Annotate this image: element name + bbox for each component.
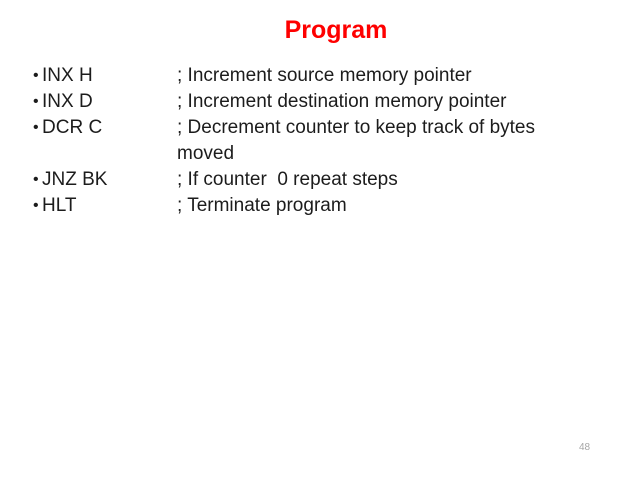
slide-title: Program [284, 16, 388, 44]
instruction-label: INX D [42, 91, 93, 112]
comment-line-1: ; Decrement counter to keep track of byt… [177, 117, 536, 138]
bullet-row-inx-h: • INX H ; Increment source memory pointe… [33, 63, 605, 89]
comment-text: ; Decrement counter to keep track of byt… [177, 115, 535, 167]
bullet-row-hlt: • HLT ; Terminate program [33, 193, 605, 219]
bullet-row-inx-d: • INX D ; Increment destination memory p… [33, 89, 605, 115]
comment-text: ; If counter 0 repeat steps [177, 169, 398, 190]
comment-text: ; Increment source memory pointer [177, 65, 472, 86]
comment-text: ; Increment destination memory pointer [177, 91, 507, 112]
comment-line-2: moved [177, 143, 235, 164]
bullet-icon: • [33, 197, 39, 214]
instruction-label: DCR C [42, 117, 103, 138]
instruction-label: INX H [42, 65, 93, 86]
bullet-icon: • [33, 171, 39, 188]
bullet-icon: • [33, 93, 39, 110]
instruction-label: HLT [42, 195, 77, 216]
instruction-label: JNZ BK [42, 169, 108, 190]
bullet-icon: • [33, 67, 39, 84]
bullet-icon: • [33, 119, 39, 136]
bullet-row-jnz-bk: • JNZ BK ; If counter 0 repeat steps [33, 167, 605, 193]
bullet-list: • INX H ; Increment source memory pointe… [33, 63, 605, 219]
comment-text: ; Terminate program [177, 195, 347, 216]
page-number: 48 [579, 442, 591, 453]
bullet-row-dcr-c: • DCR C ; Decrement counter to keep trac… [33, 115, 605, 167]
